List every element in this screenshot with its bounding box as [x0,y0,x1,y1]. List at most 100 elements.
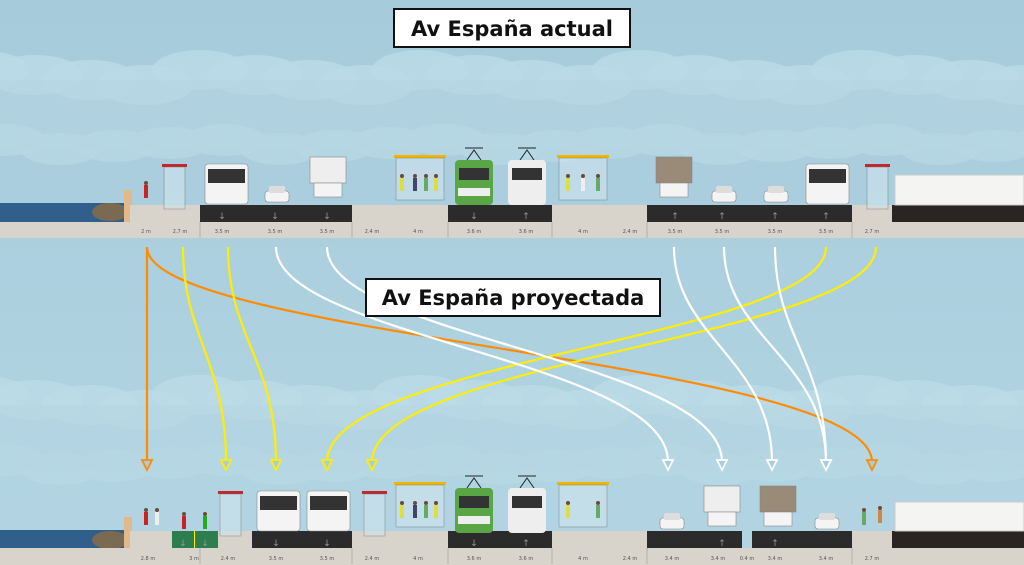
roadway-east-a [647,531,742,548]
lane-width-label: 3.5 m [715,229,730,235]
sidewalk-strip [0,222,1024,238]
person-icon [203,512,207,529]
person-icon [596,501,600,518]
lane-width-label: 3.5 m [668,229,683,235]
lane-width-label: 3.5 m [269,556,284,562]
rocks [92,531,128,549]
title-box [393,8,631,48]
arrow-down-icon: ↓ [201,539,209,549]
arrowhead-icon [819,459,833,473]
title-current-text: Av España actual [411,17,613,41]
lane-width-label: 0.4 m [740,556,755,562]
car-icon [659,513,685,530]
stop-shelter-icon [162,164,187,210]
lane-width-label: 3.4 m [819,556,834,562]
person-icon [424,174,428,191]
arrow-up-icon: ↑ [522,539,530,549]
truck-icon [703,485,741,527]
title-projected-text: Av España proyectada [382,286,645,310]
lane-width-label: 4 m [578,229,588,235]
stop-shelter-icon [362,491,387,537]
sidewalk-east [852,531,892,548]
person-icon [144,181,148,198]
person-icon [155,508,159,525]
roadway-east [647,205,852,222]
stop-shelter-icon [865,164,890,210]
arrow-up-icon: ↑ [822,212,830,222]
lane-width-label: 2.4 m [623,229,638,235]
title-box [365,278,661,317]
person-icon [434,501,438,518]
lane-width-label: 2.4 m [623,556,638,562]
bus-lanes [252,531,352,548]
lane-width-label: 2.7 m [865,229,880,235]
median-west [352,205,448,222]
lane-width-label: 3.5 m [819,229,834,235]
lane-width-label: 2 m [141,229,151,235]
lane-width-label: 3.5 m [320,229,335,235]
bus-icon [204,163,249,205]
arrow-pedestrian [145,246,874,463]
lane-width-label: 3.6 m [519,556,534,562]
arrow-down-icon: ↓ [470,539,478,549]
arrowhead-icon [219,459,233,473]
arrow-down-icon: ↓ [271,212,279,222]
arrowhead-icon [365,459,379,473]
arrow-down-icon: ↓ [470,212,478,222]
person-icon [144,508,148,525]
arrow-up-icon: ↑ [718,212,726,222]
lane-width-label: 3 m [189,556,199,562]
seawall [124,190,132,223]
car-icon [763,186,789,203]
title-current: Av España actual [393,8,631,48]
arrow-traffic [672,246,774,463]
lane-width-label: 3.5 m [768,229,783,235]
arrow-up-icon: ↑ [771,212,779,222]
person-icon [413,501,417,518]
arrow-traffic [325,246,724,463]
lane-width-label: 3.6 m [519,229,534,235]
arrow-down-icon: ↓ [218,212,226,222]
bike-lane-divider [194,531,195,548]
arrow-bike-bus [181,246,228,463]
stop-shelter-icon [218,491,243,537]
lane-width-label: 3.6 m [467,229,482,235]
lane-width-label: 2.4 m [221,556,236,562]
lane-width-label: 3.5 m [215,229,230,235]
lane-transfer-arrows [140,246,879,473]
arrowhead-icon [765,459,779,473]
arrow-traffic [773,246,828,463]
rocks [92,203,128,221]
median-east [552,531,647,548]
lane-width-label: 2.8 m [141,556,156,562]
sidewalk [130,531,172,548]
arrow-up-icon: ↑ [718,539,726,549]
stop-shelter-icon [557,482,609,528]
cloud-layer [0,405,1024,470]
lane-width-label: 3.6 m [467,556,482,562]
truck-icon [759,485,797,527]
sea [0,530,125,550]
arrowhead-icon [269,459,283,473]
lane-width-label: 2.7 m [865,556,880,562]
arrow-bike-bus [370,246,878,463]
person-icon [424,501,428,518]
title-projected: Av España proyectada [365,278,661,317]
arrow-down-icon: ↓ [272,539,280,549]
tram-icon [508,475,546,533]
tram-icon [508,147,546,205]
cloud-layer [0,80,1024,150]
arrow-traffic [722,246,828,463]
arrowhead-icon [320,459,334,473]
person-icon [400,501,404,518]
lane-width-label: 3.4 m [711,556,726,562]
person-icon [413,174,417,191]
lane-width-label: 4 m [413,556,423,562]
arrow-up-icon: ↑ [671,212,679,222]
lane-width-label: 3.4 m [768,556,783,562]
building-base [892,205,1024,222]
person-icon [581,174,585,191]
